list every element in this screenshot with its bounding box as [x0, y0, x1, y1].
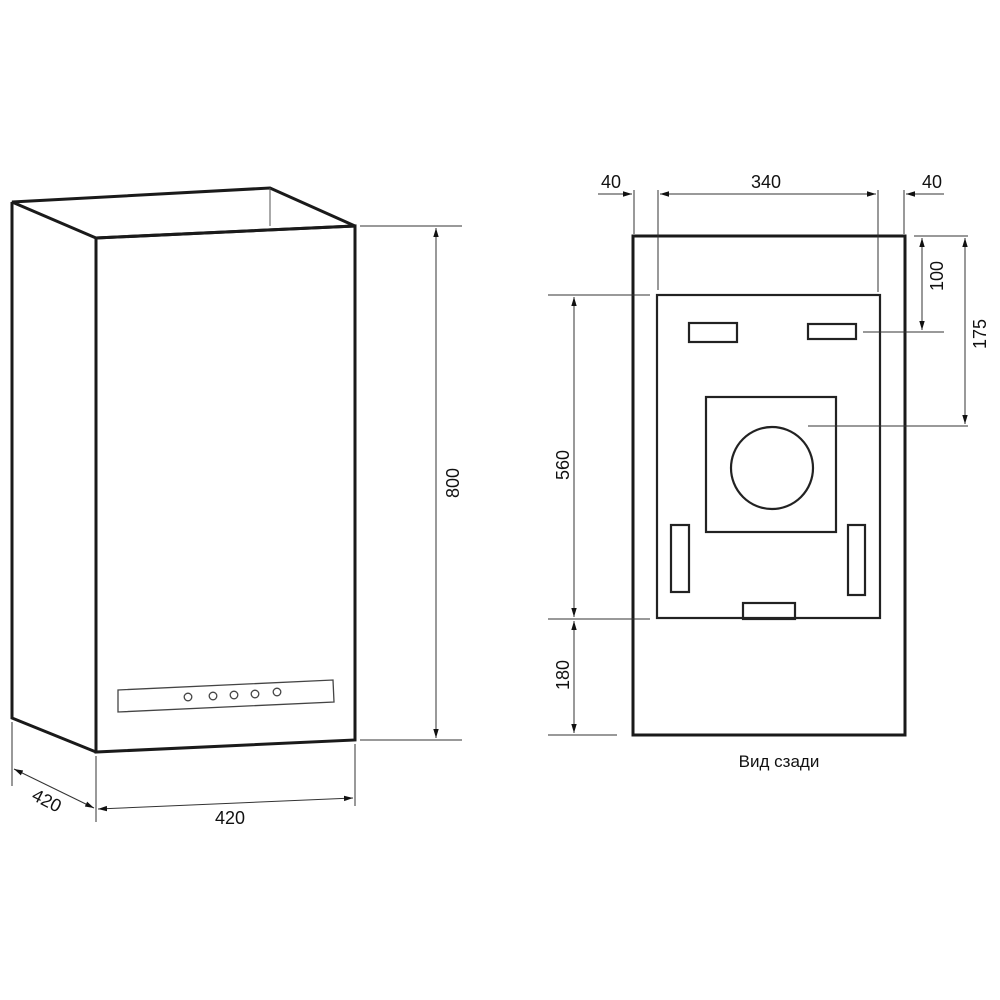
control-button-3	[229, 690, 239, 700]
dimension-top-row: 40 340 40	[598, 172, 944, 292]
dimension-outlet-offset-label: 175	[970, 319, 990, 349]
hood-top-face	[11, 186, 356, 240]
control-button-2	[208, 691, 218, 701]
control-button-5	[272, 687, 282, 697]
dimension-right-column: 100 175	[808, 235, 990, 427]
control-panel	[117, 679, 335, 713]
hood-left-face	[10, 202, 97, 754]
dimension-width: 420	[95, 744, 356, 828]
vent-top-left	[687, 321, 739, 344]
dimension-height: 800	[360, 225, 463, 741]
hood-front-face	[94, 224, 357, 754]
dimension-width-label: 420	[215, 808, 245, 828]
dimension-right-margin-label: 40	[922, 172, 942, 192]
rear-view-caption: Вид сзади	[739, 752, 820, 771]
control-button-1	[183, 692, 193, 702]
rear-outer-panel	[631, 234, 907, 737]
vent-top-right	[806, 322, 858, 341]
rear-inner-panel	[655, 293, 882, 620]
dimension-height-label: 800	[443, 468, 463, 498]
outlet-circle	[729, 425, 815, 511]
bottom-tab	[741, 601, 797, 621]
dimension-depth-label: 420	[29, 785, 65, 816]
dimension-inner-width-label: 340	[751, 172, 781, 192]
front-view: 800 420 420	[10, 186, 463, 828]
dimension-inner-height-label: 560	[553, 450, 573, 480]
dimension-left-margin-label: 40	[601, 172, 621, 192]
control-panel-strip	[117, 679, 335, 713]
slot-right	[846, 523, 867, 597]
control-button-4	[250, 689, 260, 699]
dimension-bottom-offset-label: 180	[553, 660, 573, 690]
slot-left	[669, 523, 691, 594]
rear-view: 40 340 40 100 175 560 180 В	[548, 172, 990, 771]
dimension-left-column: 560 180	[548, 294, 650, 736]
outlet-square	[704, 395, 838, 534]
dimension-vent-offset-label: 100	[927, 261, 947, 291]
